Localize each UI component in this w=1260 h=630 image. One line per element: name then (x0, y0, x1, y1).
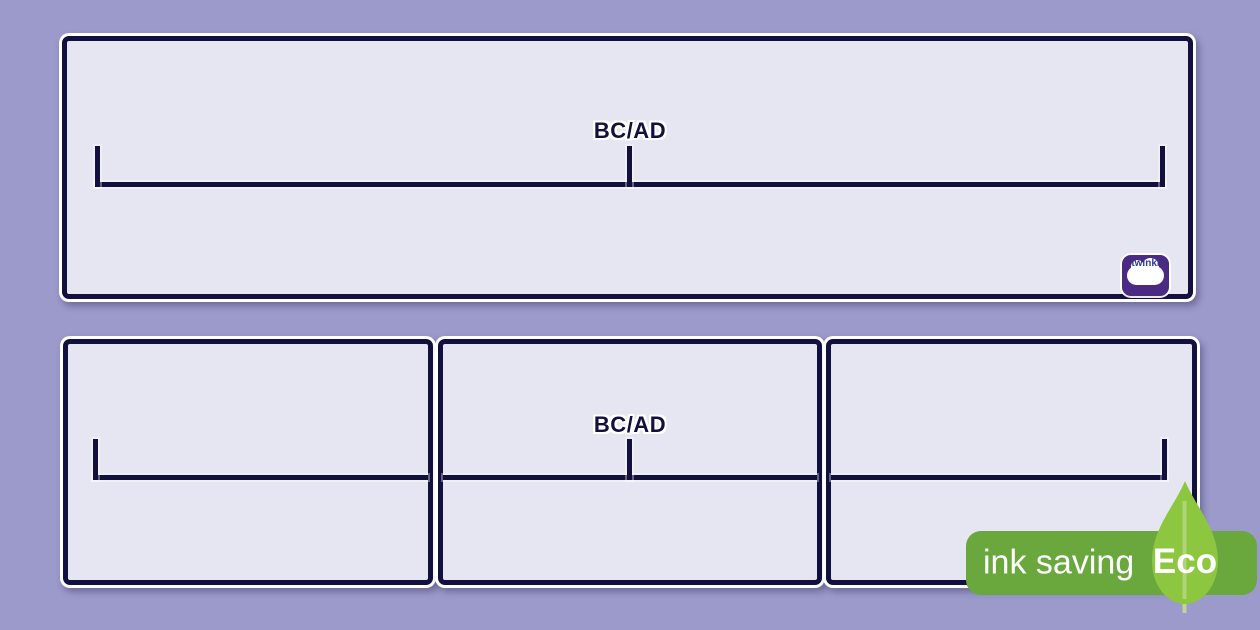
timeline-large-center-tick (627, 146, 632, 187)
twinkl-logo-text: twinkl (1131, 258, 1160, 269)
timeline-panel-segment-left (63, 339, 433, 585)
timeline-segment-right-line (831, 475, 1167, 480)
timeline-segment-center-tick (627, 439, 632, 480)
timeline-large-center-label: BC/AD (593, 118, 667, 143)
twinkl-logo: twinkl (1122, 255, 1169, 296)
timeline-segment-center-label: BC/AD (593, 412, 667, 437)
timeline-segment-left-tick (93, 439, 98, 480)
ink-saving-label: ink saving (983, 543, 1135, 582)
eco-label: Eco (1152, 542, 1218, 581)
leaf-stem-inner (1182, 501, 1187, 599)
timeline-segment-left-line (93, 475, 428, 480)
eco-leaf-icon (1152, 481, 1218, 613)
timeline-large-right-tick (1160, 146, 1165, 187)
timeline-segment-right-tick (1162, 439, 1167, 480)
cloud-icon (1127, 258, 1164, 285)
timeline-large-left-tick (95, 146, 100, 187)
